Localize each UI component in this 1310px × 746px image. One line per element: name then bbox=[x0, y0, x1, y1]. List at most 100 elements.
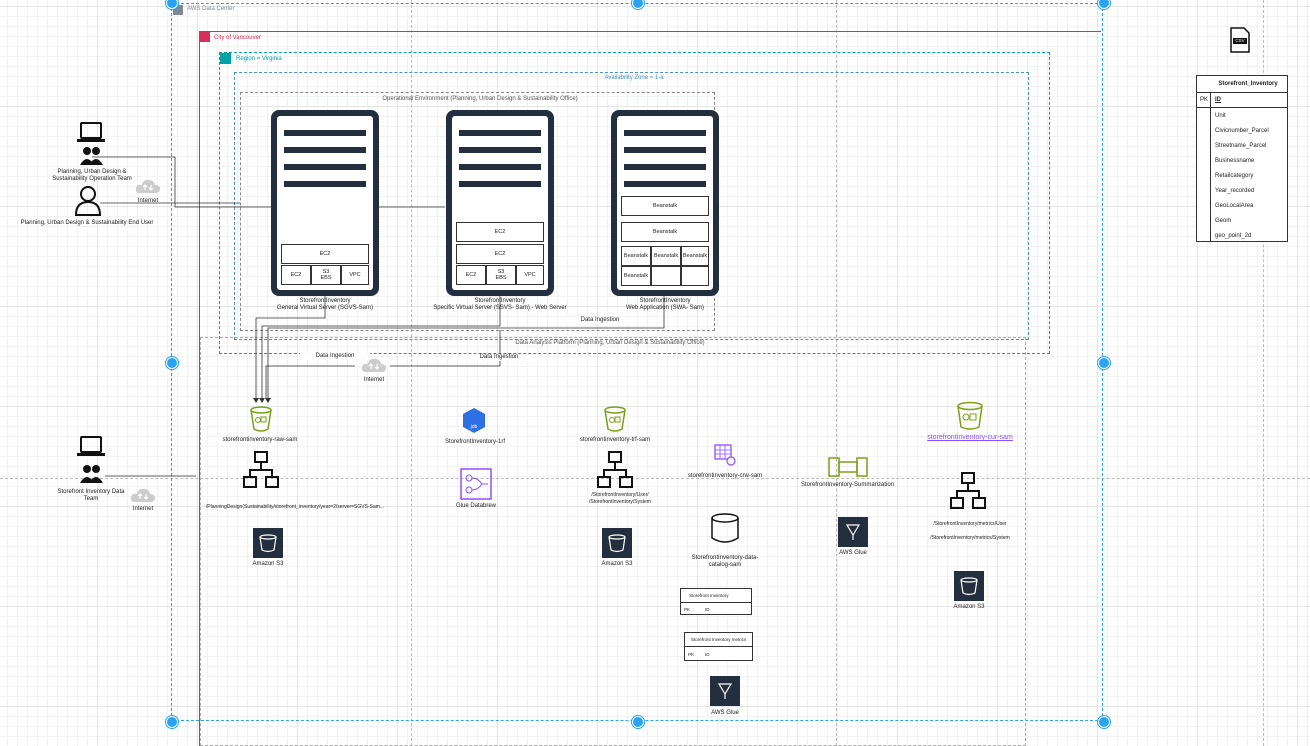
server3-beanstalk-1: Beanstalk bbox=[621, 196, 709, 216]
entity-field: GeoLocalArea bbox=[1215, 203, 1254, 209]
csv-file-icon: CSV bbox=[1230, 27, 1250, 53]
entity-field: Businessname bbox=[1215, 158, 1255, 164]
entity-divider bbox=[1210, 93, 1211, 241]
aws-data-center-icon bbox=[173, 5, 183, 15]
server1-ec2-top: EC2 bbox=[281, 244, 369, 264]
entity-field: geo_point_2d bbox=[1215, 233, 1252, 239]
mini-table2-divider bbox=[685, 646, 752, 647]
mini-table2-pk: PK bbox=[688, 652, 695, 657]
cur-path-label-1: /StorefrontInventory/metrics/User bbox=[933, 521, 1007, 527]
data-ingestion-label-2: Data Ingestion bbox=[300, 353, 370, 360]
mini-table2-title: Storefront Inventory metrics bbox=[691, 637, 747, 642]
server2-s3-ebs: S3 EBS bbox=[486, 265, 516, 285]
entity-field: Streetname_Parcel bbox=[1215, 143, 1267, 149]
desktop-icon-data-team bbox=[80, 436, 102, 453]
glue-job-badge: job bbox=[470, 424, 478, 430]
glue-databrew-icon bbox=[460, 468, 492, 500]
aws-glue-icon-1 bbox=[838, 517, 868, 547]
aws-glue-label-2: AWS Glue bbox=[711, 710, 739, 716]
mini-table1-divider bbox=[681, 602, 751, 603]
entity-title: Storefront_Inventory bbox=[1218, 81, 1278, 87]
hierarchy-icon-raw bbox=[243, 451, 279, 489]
hierarchy-icon-trf bbox=[597, 451, 633, 489]
resize-handle-mr[interactable] bbox=[1098, 357, 1110, 369]
entity-field: Retailcategory bbox=[1215, 173, 1254, 179]
s3-bucket-icon-raw bbox=[250, 406, 272, 432]
server2-subtitle: Specific Virtual Server (SSVS- Sam) - We… bbox=[433, 305, 567, 311]
server3-title: StorefrontInventory bbox=[639, 298, 691, 304]
users-icon-data-team bbox=[80, 464, 104, 484]
database-icon bbox=[710, 513, 740, 543]
server-specific-web[interactable]: EC2 EC2 EC2 S3 EBS VPC bbox=[446, 110, 554, 296]
server3-beanstalk-6: Beanstalk bbox=[621, 266, 651, 286]
amazon-s3-label-1: Amazon S3 bbox=[252, 561, 284, 567]
desktop-icon-ops bbox=[80, 122, 102, 139]
server2-ec2-top1: EC2 bbox=[456, 222, 544, 242]
resize-handle-tr[interactable] bbox=[1098, 0, 1110, 9]
resize-handle-bc[interactable] bbox=[632, 716, 644, 728]
desktop-stand-ops bbox=[77, 139, 105, 142]
data-ingestion-label-1: Data Ingestion bbox=[565, 317, 635, 324]
resize-handle-bl[interactable] bbox=[166, 716, 178, 728]
trf-path-label-2: /StorefrontInventory/System bbox=[589, 499, 651, 505]
data-analysis-platform-label: Data Analysis Platform (Planning, Urban … bbox=[515, 340, 705, 346]
aws-data-center-label: AWS Data Center bbox=[187, 6, 235, 12]
server-web-application[interactable]: Beanstalk Beanstalk Beanstalk Beanstalk … bbox=[611, 110, 719, 296]
amazon-s3-icon-2 bbox=[602, 528, 632, 558]
page-guide-v3 bbox=[1263, 0, 1264, 746]
internet-label-1: Internet bbox=[137, 198, 159, 204]
amazon-s3-icon-1 bbox=[253, 528, 283, 558]
server1-vpc: VPC bbox=[341, 265, 369, 285]
entity-field: Civicnumber_Parcel bbox=[1215, 128, 1269, 134]
server3-empty-2 bbox=[681, 266, 709, 286]
availability-zone-group[interactable] bbox=[234, 72, 1029, 340]
server1-title: StorefrontInventory bbox=[299, 298, 351, 304]
data-ingestion-label-3: Data Ingestion bbox=[464, 354, 534, 361]
page-guide-h1 bbox=[0, 478, 1310, 479]
crawler-icon bbox=[714, 444, 736, 466]
mini-table2-id: ID bbox=[705, 652, 710, 657]
server1-s3-ebs: S3 EBS bbox=[311, 265, 341, 285]
s3-bucket-icon-cur bbox=[957, 401, 983, 430]
server1-ec2: EC2 bbox=[281, 265, 311, 285]
server3-beanstalk-4: Beanstalk bbox=[651, 246, 681, 266]
server2-ec2: EC2 bbox=[456, 265, 486, 285]
entity-field: Year_recorded bbox=[1215, 188, 1255, 194]
end-user-icon bbox=[74, 186, 102, 216]
region-flag-icon bbox=[220, 53, 231, 64]
summarization-label: StorefrontInventory-Summarization bbox=[800, 482, 895, 488]
trf-path-label-1: /StorefrontInventory/User/ bbox=[591, 492, 649, 498]
mini-table1-pk: PK bbox=[684, 607, 691, 612]
availability-zone-label: Availability Zone = 1-a bbox=[604, 75, 664, 81]
server3-empty-1 bbox=[651, 266, 681, 286]
internet-cloud-icon-3 bbox=[130, 487, 156, 503]
aws-glue-label-1: AWS Glue bbox=[839, 550, 867, 556]
resize-handle-ml[interactable] bbox=[166, 357, 178, 369]
server2-ec2-top2: EC2 bbox=[456, 244, 544, 264]
server2-title: StorefrontInventory bbox=[474, 298, 526, 304]
raw-path-label: /PlanningDesign(Sustainability/storefron… bbox=[205, 504, 385, 510]
region-label: Region = Virginia bbox=[236, 56, 282, 62]
resize-handle-tl[interactable] bbox=[166, 0, 178, 9]
resize-handle-br[interactable] bbox=[1098, 716, 1110, 728]
catalog-label: StorefrontInventory-data-catalog-sam bbox=[691, 555, 759, 568]
entity-header: Storefront_Inventory bbox=[1197, 76, 1287, 93]
amazon-s3-label-2: Amazon S3 bbox=[601, 561, 633, 567]
server3-subtitle: Web Application (SWA- Sam) bbox=[625, 305, 705, 311]
trf-bucket-label: storefrontinventory-trf-sam bbox=[579, 437, 651, 443]
aws-glue-icon-2 bbox=[710, 676, 740, 706]
server-general[interactable]: EC2 EC2 S3 EBS VPC bbox=[271, 110, 379, 296]
raw-bucket-label: storefrontinventory-raw-sam bbox=[222, 437, 298, 443]
mini-table-metrics[interactable]: Storefront Inventory metrics PK ID bbox=[684, 632, 753, 661]
operational-environment-label: Operational Environment (Planning, Urban… bbox=[382, 96, 578, 102]
resize-handle-tc[interactable] bbox=[632, 0, 644, 9]
entity-pk-row: PK ID bbox=[1197, 93, 1287, 108]
city-group[interactable] bbox=[199, 31, 1101, 746]
internet-label-2: Internet bbox=[363, 377, 385, 383]
city-icon bbox=[200, 32, 210, 42]
mini-table-inventory[interactable]: Storefront Inventory PK ID bbox=[680, 588, 752, 615]
server1-subtitle: General Virtual Server (SGVS-Sam) bbox=[277, 305, 373, 311]
glue-databrew-label: Glue Databrew bbox=[455, 503, 497, 509]
internet-label-3: Internet bbox=[132, 506, 154, 512]
